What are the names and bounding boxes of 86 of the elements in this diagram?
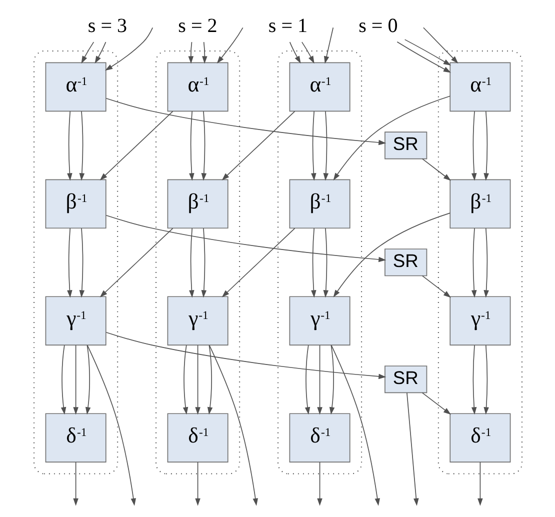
- node-box: γ$^{-1}$: [449, 296, 510, 346]
- node-box: SR: [384, 366, 427, 394]
- arrow: [421, 275, 450, 298]
- arrow: [72, 344, 78, 415]
- node-text: s = 3: [87, 14, 127, 37]
- arrow: [322, 228, 328, 298]
- node-text: s = 2: [178, 14, 217, 37]
- arrow: [316, 344, 322, 415]
- arrow: [323, 27, 334, 64]
- arrow: [470, 344, 476, 415]
- arrow: [301, 42, 314, 64]
- arrow: [200, 110, 206, 181]
- arrow: [188, 228, 194, 298]
- arrow: [221, 228, 295, 298]
- arrow: [316, 462, 322, 506]
- arrow: [94, 42, 106, 64]
- arrow: [202, 42, 207, 64]
- arrow: [188, 42, 194, 64]
- node-box: γ$^{-1}$: [288, 296, 350, 346]
- arrow: [104, 27, 153, 71]
- arrow: [310, 110, 316, 181]
- arrow: [105, 98, 386, 146]
- arrow: [60, 344, 66, 415]
- node-box: δ$^{-1}$: [449, 413, 510, 462]
- cluster: [437, 50, 522, 474]
- arrow: [182, 344, 188, 415]
- arrow: [78, 228, 84, 298]
- arrow: [194, 462, 200, 506]
- node-box: δ$^{-1}$: [288, 413, 350, 462]
- arrow: [332, 212, 450, 298]
- arrow: [78, 110, 84, 181]
- arrow: [72, 462, 78, 506]
- arrow: [216, 27, 243, 64]
- arrow: [80, 42, 94, 64]
- node-box: δ$^{-1}$: [166, 413, 228, 462]
- arrow: [396, 41, 450, 73]
- node-box: γ$^{-1}$: [44, 296, 106, 346]
- arrow: [206, 344, 212, 415]
- node-box: γ$^{-1}$: [166, 296, 228, 346]
- node-text: s = 0: [358, 14, 398, 37]
- arrow: [288, 42, 300, 64]
- arrow: [406, 392, 418, 506]
- arrow: [330, 344, 380, 506]
- node-box: β$^{-1}$: [166, 179, 228, 229]
- arrow: [470, 110, 476, 181]
- node-box: β$^{-1}$: [44, 179, 106, 229]
- cluster: [277, 50, 362, 474]
- arrow: [188, 110, 194, 181]
- arrow: [322, 110, 328, 181]
- arrow: [310, 228, 316, 298]
- arrow: [483, 228, 488, 298]
- arrow: [483, 110, 488, 181]
- arrow: [200, 228, 206, 298]
- arrow: [105, 214, 386, 262]
- node-box: α$^{-1}$: [288, 62, 350, 112]
- node-box: α$^{-1}$: [166, 62, 228, 112]
- arrow: [404, 39, 451, 66]
- node-box: β$^{-1}$: [288, 179, 350, 229]
- arrow: [99, 110, 173, 180]
- arrow: [66, 110, 72, 181]
- arrow: [99, 228, 173, 298]
- arrow: [470, 228, 476, 298]
- node-text: s = 1: [268, 14, 308, 37]
- node-box: δ$^{-1}$: [44, 413, 106, 462]
- arrow: [483, 344, 488, 415]
- cluster: [33, 50, 118, 474]
- arrow: [208, 344, 258, 506]
- arrow: [304, 344, 310, 415]
- cluster: [155, 50, 240, 474]
- node-box: α$^{-1}$: [44, 62, 106, 112]
- arrow: [84, 344, 90, 415]
- node-box: SR: [384, 248, 427, 276]
- node-box: β$^{-1}$: [449, 179, 510, 229]
- arrow: [328, 344, 334, 415]
- node-box: SR: [384, 132, 427, 160]
- arrow: [421, 158, 450, 181]
- arrow: [105, 332, 386, 380]
- arrow: [477, 462, 482, 506]
- arrow: [332, 96, 450, 180]
- arrow: [421, 392, 450, 415]
- arrow: [66, 228, 72, 298]
- arrow: [422, 27, 458, 64]
- arrow: [221, 110, 295, 180]
- arrow: [194, 344, 200, 415]
- arrow: [86, 344, 136, 506]
- node-box: α$^{-1}$: [449, 62, 510, 112]
